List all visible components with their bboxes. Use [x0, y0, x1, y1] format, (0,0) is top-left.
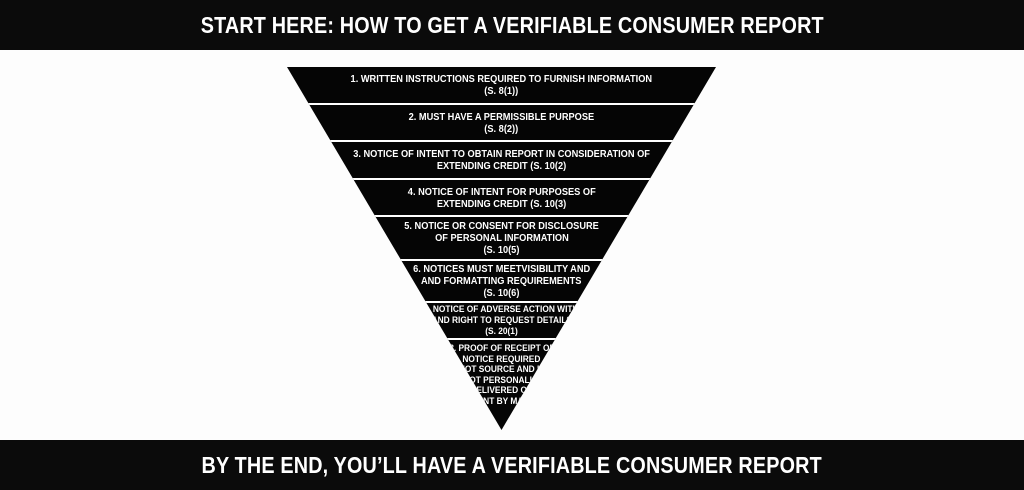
step-text: 1. WRITTEN INSTRUCTIONS REQUIRED TO FURN… [350, 73, 653, 85]
step-text: AND FORMATTING REQUIREMENTS [421, 275, 582, 287]
step-ref: (S. 10(5) [483, 244, 520, 256]
step-text: 5. NOTICE OR CONSENT FOR DISCLOSURE [404, 220, 599, 232]
step-text: 3. NOTICE OF INTENT TO OBTAIN REPORT IN … [353, 148, 650, 160]
funnel-step-6: 6. NOTICES MUST MEETVISIBILITY AND AND F… [287, 261, 716, 303]
step-text: 2. MUST HAVE A PERMISSIBLE PURPOSE [408, 110, 595, 123]
funnel-step-1: 1. WRITTEN INSTRUCTIONS REQUIRED TO FURN… [287, 67, 716, 105]
step-text: NOT PERSONALLY [463, 374, 540, 386]
step-text: DELIVERED OR [470, 385, 533, 396]
footer-banner: BY THE END, YOU’LL HAVE A VERIFIABLE CON… [0, 440, 1024, 490]
step-text: SENT BY MAIL [472, 395, 531, 407]
step-text: 8. PROOF OF RECEIPT OF [448, 343, 555, 354]
funnel-diagram: 1. WRITTEN INSTRUCTIONS REQUIRED TO FURN… [287, 67, 716, 430]
funnel-step-5: 5. NOTICE OR CONSENT FOR DISCLOSURE OF P… [287, 217, 716, 261]
step-text: OF PERSONAL INFORMATION [434, 232, 569, 244]
step-ref: EXTENDING CREDIT (S. 10(2) [436, 160, 567, 172]
funnel-step-2: 2. MUST HAVE A PERMISSIBLE PURPOSE (S. 8… [287, 105, 716, 142]
step-ref: (S. 20(1) [485, 326, 518, 337]
step-text: 4. NOTICE OF INTENT FOR PURPOSES OF [407, 185, 596, 198]
funnel-step-7: 7. NOTICE OF ADVERSE ACTION WITH AND RIG… [287, 303, 716, 340]
step-text: AND RIGHT TO REQUEST DETAILS [431, 315, 572, 326]
funnel-step-4: 4. NOTICE OF INTENT FOR PURPOSES OF EXTE… [287, 180, 716, 217]
funnel-step-3: 3. NOTICE OF INTENT TO OBTAIN REPORT IN … [287, 142, 716, 180]
step-ref: (S. 10(6) [483, 287, 520, 299]
header-title: START HERE: HOW TO GET A VERIFIABLE CONS… [200, 11, 824, 38]
step-ref: EXTENDING CREDIT (S. 10(3) [436, 197, 567, 210]
step-ref: (S. 8(1)) [484, 85, 519, 97]
header-banner: START HERE: HOW TO GET A VERIFIABLE CONS… [0, 0, 1024, 50]
footer-title: BY THE END, YOU’LL HAVE A VERIFIABLE CON… [201, 451, 823, 478]
step-text: NOTICE REQUIRED [462, 353, 541, 365]
step-text: 6. NOTICES MUST MEETVISIBILITY AND [412, 263, 591, 275]
funnel-step-8: 8. PROOF OF RECEIPT OF NOTICE REQUIRED N… [287, 340, 716, 430]
step-text: NOT SOURCE AND IF [458, 364, 545, 375]
step-text: 7. NOTICE OF ADVERSE ACTION WITH [424, 304, 579, 315]
step-ref: (S. 8(2)) [484, 122, 519, 135]
